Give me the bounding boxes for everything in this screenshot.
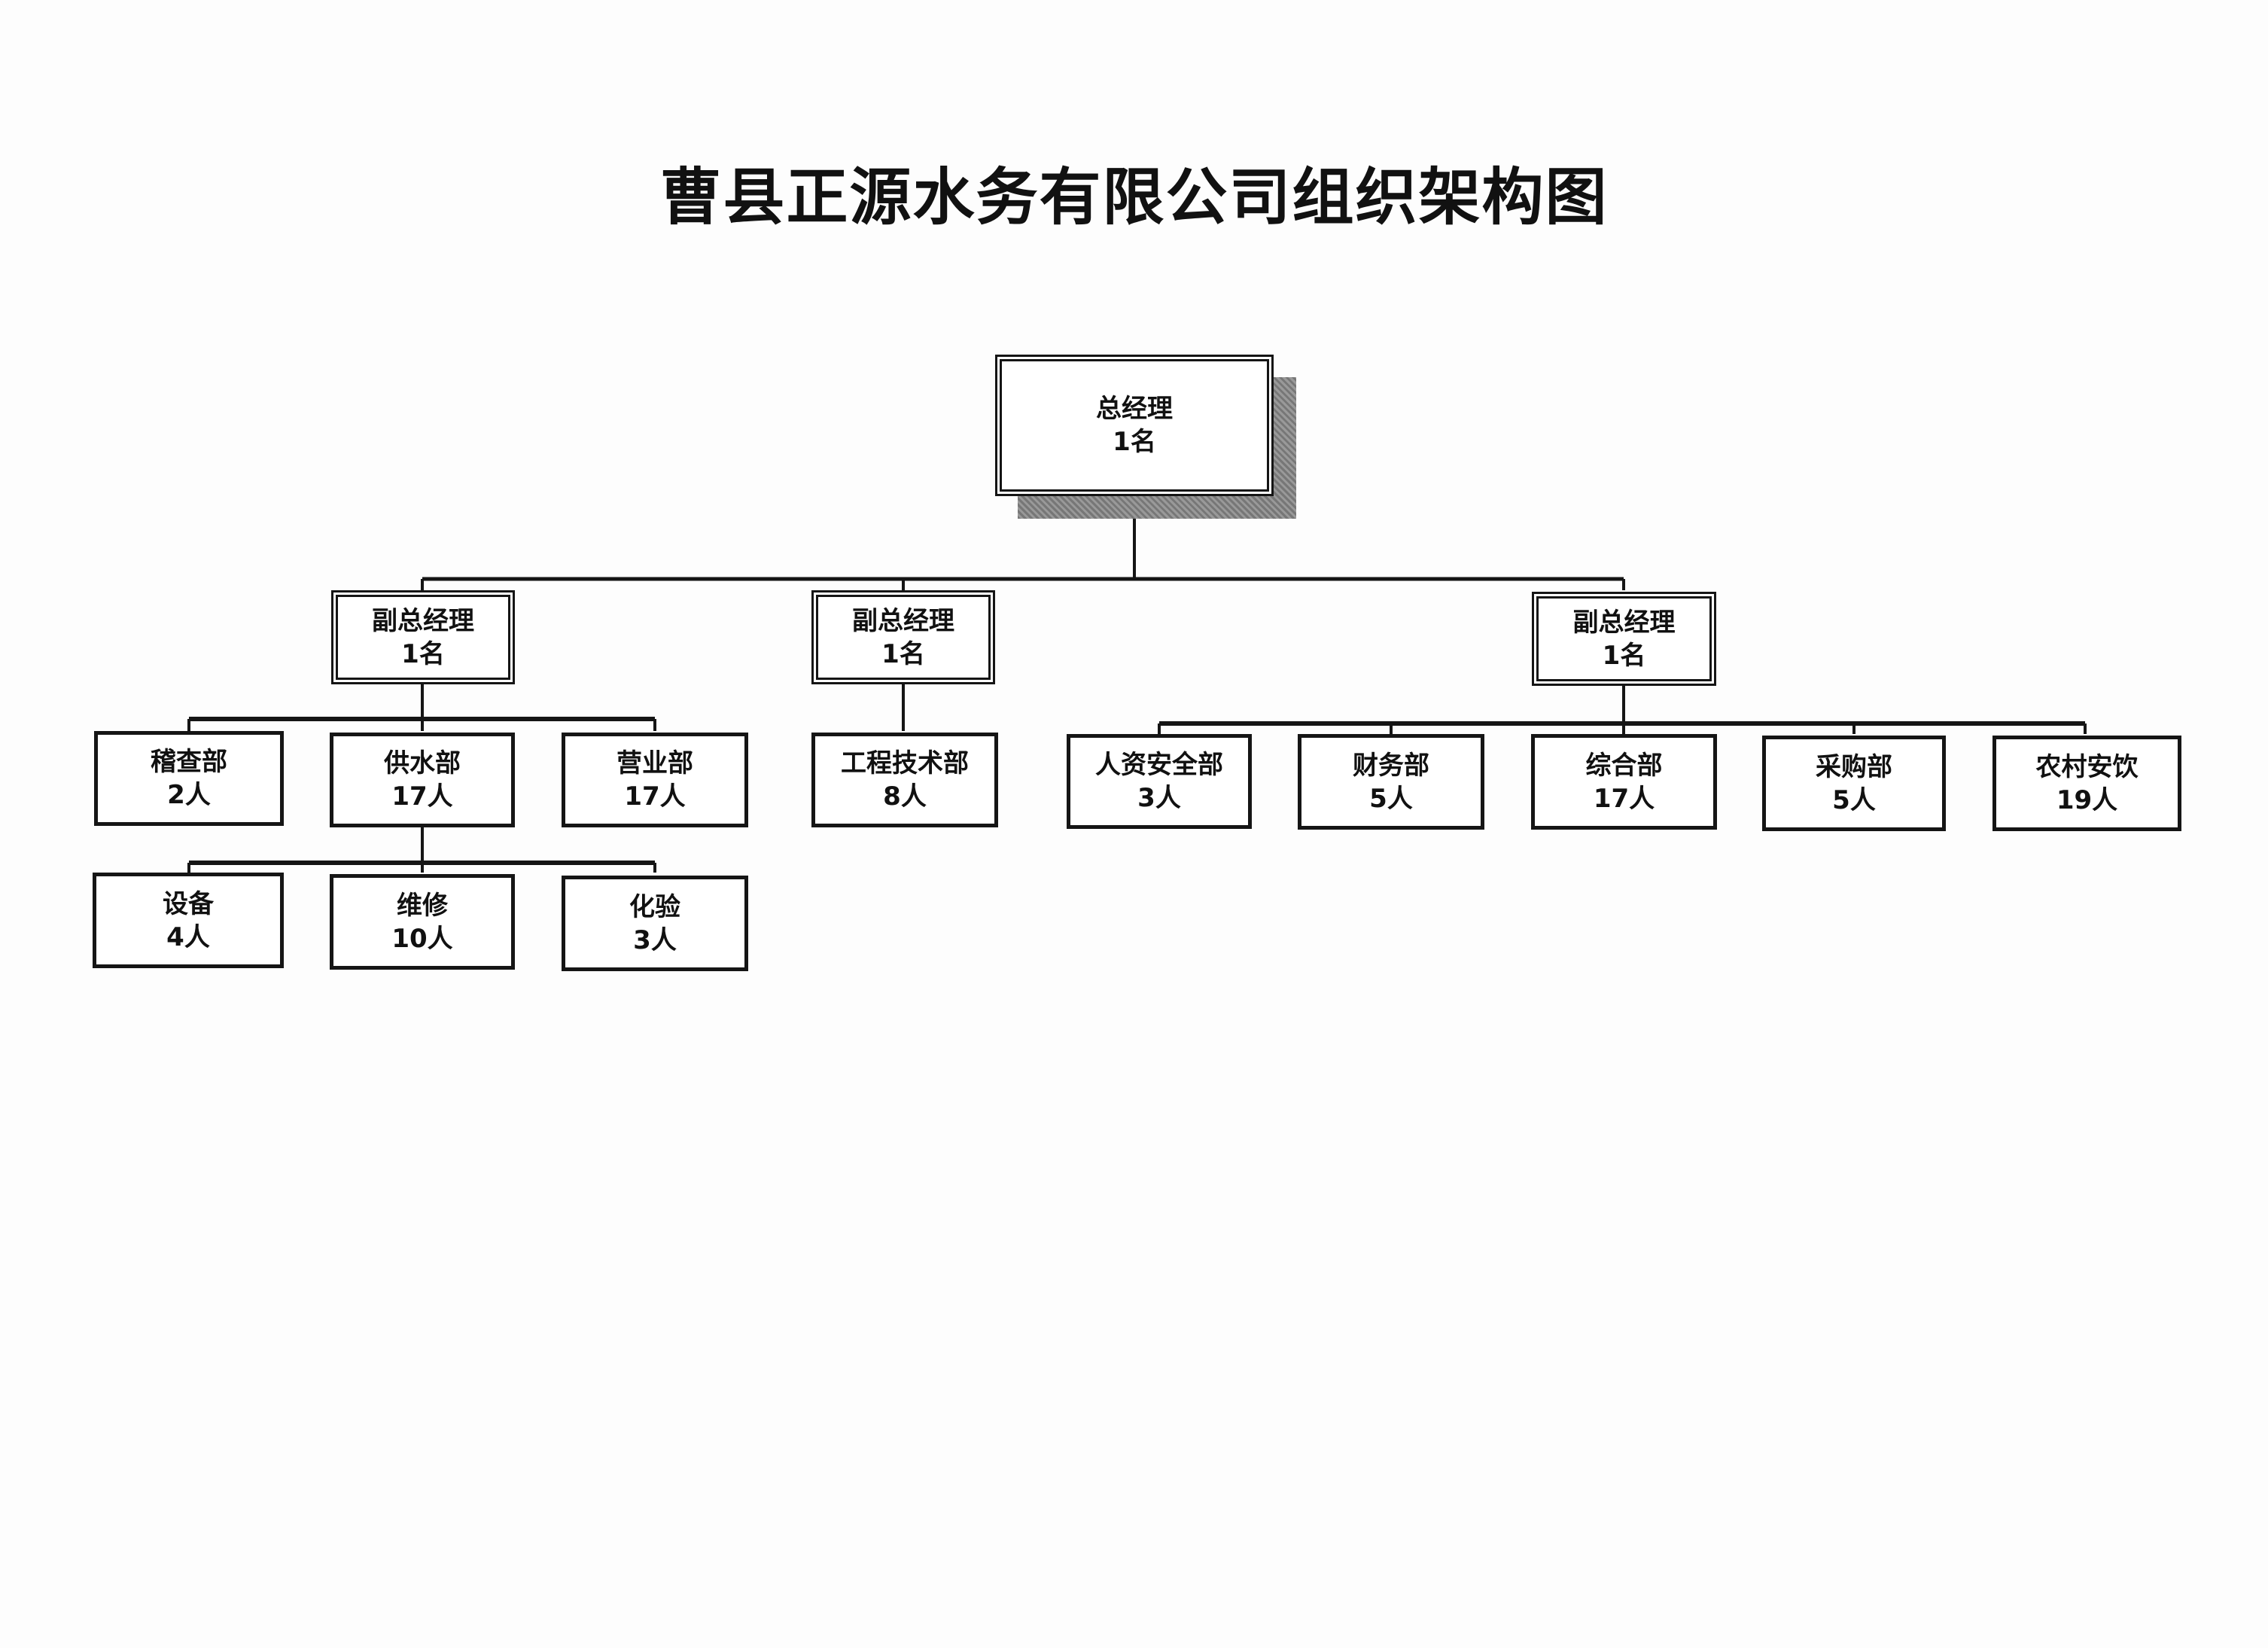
department-box: 农村安饮 19人: [1992, 736, 2181, 831]
headcount: 1名: [1113, 427, 1156, 457]
headcount: 17人: [391, 781, 453, 812]
department-name: 供水部: [384, 748, 461, 778]
headcount: 8人: [883, 781, 927, 812]
department-box: 采购部 5人: [1762, 736, 1946, 831]
role-label: 副总经理: [852, 605, 954, 636]
department-name: 稽查部: [151, 747, 227, 777]
department-box: 财务部 5人: [1298, 734, 1484, 830]
headcount: 5人: [1832, 784, 1876, 815]
deputy-manager-box: 副总经理 1名: [331, 590, 515, 684]
headcount: 2人: [167, 780, 211, 810]
deputy-manager-box: 副总经理 1名: [1532, 592, 1716, 686]
subunit-box: 设备 4人: [93, 873, 284, 968]
department-name: 营业部: [616, 748, 693, 778]
chart-title: 曹县正源水务有限公司组织架构图: [659, 162, 1609, 233]
department-box: 供水部 17人: [330, 733, 515, 827]
role-label: 副总经理: [372, 605, 474, 636]
subunit-name: 维修: [397, 890, 448, 921]
headcount: 1名: [1602, 640, 1646, 671]
department-box: 综合部 17人: [1531, 734, 1717, 830]
department-name: 财务部: [1353, 750, 1429, 781]
department-box: 稽查部 2人: [94, 731, 284, 826]
headcount: 4人: [166, 921, 210, 952]
headcount: 10人: [391, 923, 453, 954]
headcount: 5人: [1369, 783, 1413, 814]
department-name: 人资安全部: [1095, 750, 1223, 780]
headcount: 3人: [633, 925, 677, 955]
department-box: 工程技术部 8人: [811, 733, 998, 827]
general-manager-box: 总经理 1名: [995, 355, 1274, 496]
department-box: 人资安全部 3人: [1067, 734, 1252, 829]
headcount: 17人: [624, 781, 686, 812]
department-box: 营业部 17人: [562, 733, 748, 827]
subunit-name: 设备: [163, 888, 214, 919]
role-label: 总经理: [1096, 394, 1173, 424]
department-name: 综合部: [1585, 750, 1663, 781]
department-name: 采购部: [1816, 751, 1892, 782]
department-name: 农村安饮: [2035, 751, 2139, 782]
headcount: 3人: [1137, 783, 1181, 813]
subunit-box: 化验 3人: [562, 876, 748, 971]
headcount: 17人: [1593, 783, 1655, 814]
subunit-box: 维修 10人: [330, 874, 515, 970]
headcount: 19人: [2056, 784, 2118, 815]
headcount: 1名: [401, 638, 445, 669]
subunit-name: 化验: [629, 891, 680, 922]
role-label: 副总经理: [1572, 607, 1676, 638]
headcount: 1名: [881, 638, 925, 669]
deputy-manager-box: 副总经理 1名: [811, 590, 995, 684]
department-name: 工程技术部: [841, 748, 969, 778]
